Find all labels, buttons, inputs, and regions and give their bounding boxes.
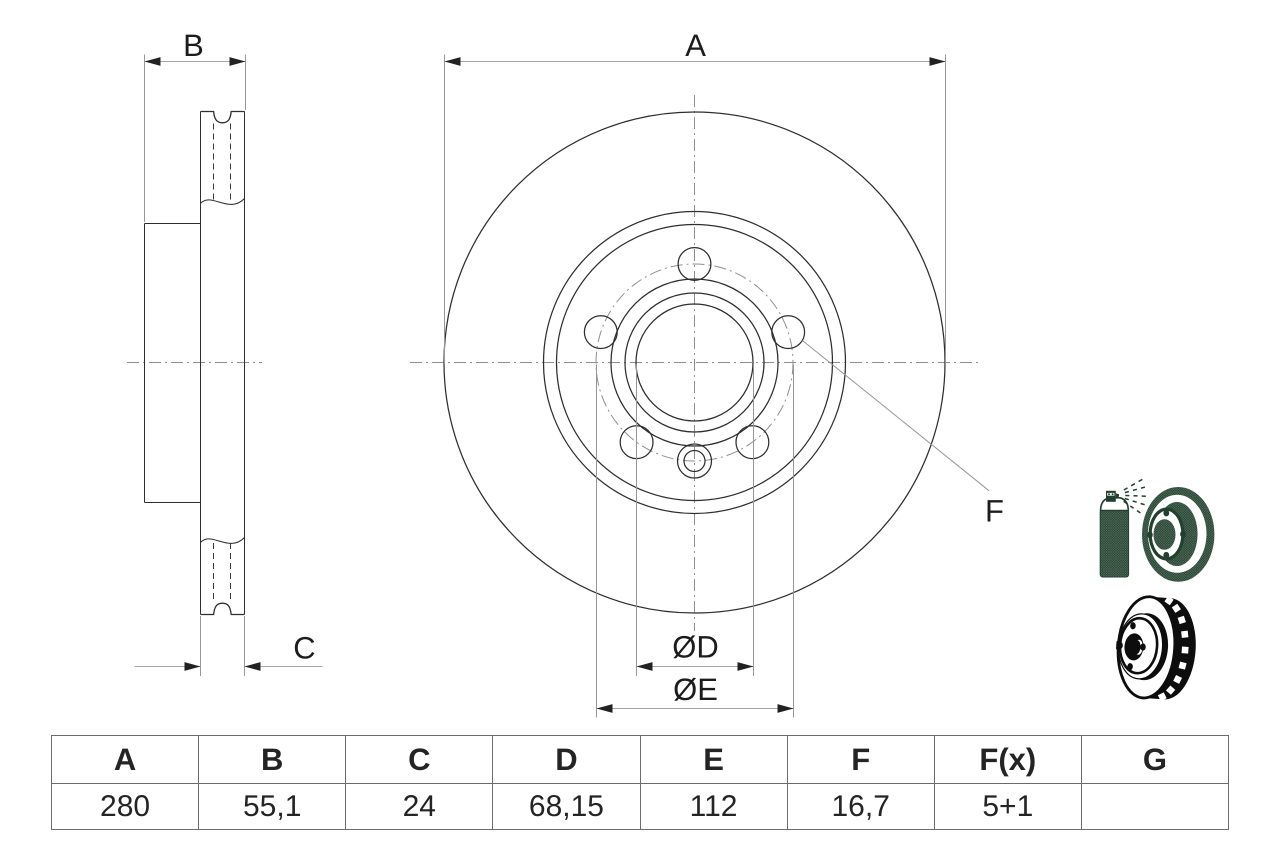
spray-mist <box>1123 478 1146 514</box>
dimension-b-label: B <box>183 28 204 63</box>
spec-header-c: C <box>345 735 494 784</box>
dimension-a: A <box>444 28 946 364</box>
dimension-c-label: C <box>293 631 315 666</box>
spec-value-fx: 5+1 <box>933 783 1082 830</box>
break-lines <box>200 198 245 544</box>
dimension-e-label: ØE <box>673 672 718 707</box>
spec-value-e: 112 <box>639 783 788 830</box>
vent-slots <box>1157 596 1189 702</box>
dimension-d-label: ØD <box>672 630 719 665</box>
dimension-b: B <box>144 28 246 222</box>
spec-header-e: E <box>639 735 788 784</box>
locating-hole <box>676 443 713 479</box>
spec-header-f: F <box>786 735 935 784</box>
friction-band-circle <box>542 210 847 515</box>
spec-header-row: A B C D E F F(x) G <box>50 735 1230 784</box>
bolt-circle <box>595 263 794 462</box>
spec-header-fx: F(x) <box>933 735 1082 784</box>
spec-value-f: 16,7 <box>786 783 935 830</box>
spec-value-a: 280 <box>50 783 200 830</box>
hat-flange-circle <box>555 223 834 502</box>
spray-coating-icon <box>1099 478 1215 582</box>
coated-disc <box>1142 487 1215 582</box>
spec-header-a: A <box>50 735 200 784</box>
spray-can <box>1099 490 1130 578</box>
dimension-e: ØE <box>596 364 794 718</box>
spec-value-c: 24 <box>345 783 494 830</box>
spec-header-d: D <box>492 735 641 784</box>
f-leader-line <box>802 340 990 492</box>
dimension-f-label: F <box>985 494 1004 529</box>
spec-value-g <box>1080 783 1230 830</box>
rotor-outline <box>199 110 246 616</box>
spec-value-d: 68,15 <box>492 783 641 830</box>
spec-header-b: B <box>198 735 347 784</box>
vent-hidden-lines <box>213 123 231 602</box>
dimension-f: F <box>802 340 1004 529</box>
center-bore-circle <box>635 303 754 422</box>
dimension-c: C <box>134 616 323 676</box>
spec-table: A B C D E F F(x) G 280 55,1 24 68,15 112… <box>50 735 1230 830</box>
ventilated-disc-icon <box>1116 595 1196 702</box>
front-view <box>410 95 980 631</box>
hat-outline <box>143 222 201 504</box>
spec-value-b: 55,1 <box>198 783 347 830</box>
section-view <box>127 110 262 616</box>
spigot-circle <box>624 292 765 433</box>
spec-header-g: G <box>1080 735 1230 784</box>
spec-value-row: 280 55,1 24 68,15 112 16,7 5+1 <box>50 783 1230 830</box>
dimension-d: ØD <box>636 364 754 676</box>
dimension-a-label: A <box>685 28 706 63</box>
hub-flange-circle <box>610 278 779 447</box>
hub-bolt-holes <box>1117 622 1146 671</box>
